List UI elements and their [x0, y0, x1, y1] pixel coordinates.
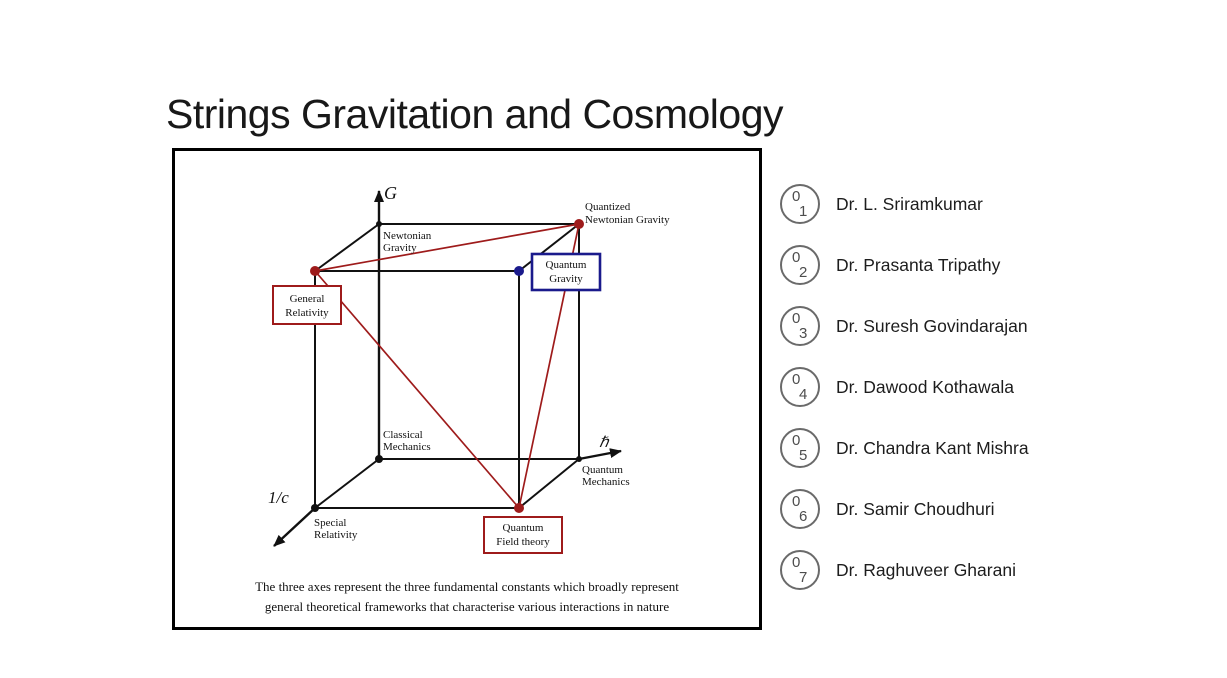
label-classical-line2: Mechanics — [383, 441, 431, 453]
number-badge: 0 3 — [780, 306, 820, 346]
speaker-name: Dr. Raghuveer Gharani — [836, 559, 1016, 580]
speaker-name: Dr. Chandra Kant Mishra — [836, 437, 1029, 458]
caption-line2: general theoretical frameworks that char… — [264, 599, 670, 614]
badge-digit-bottom: 1 — [799, 203, 808, 220]
label-quantized-line2: Newtonian Gravity — [585, 214, 670, 226]
caption-line1: The three axes represent the three funda… — [255, 579, 679, 594]
speaker-name: Dr. L. Sriramkumar — [836, 193, 983, 214]
axis-label-inv-c: 1/c — [268, 488, 289, 507]
speaker-name: Dr. Samir Choudhuri — [836, 498, 995, 519]
speaker-name: Dr. Prasanta Tripathy — [836, 254, 1001, 275]
list-item: 0 5 Dr. Chandra Kant Mishra — [780, 428, 1029, 468]
label-special-relativity-line1: Special — [314, 517, 346, 529]
label-quantum-gravity-line2: Gravity — [549, 273, 583, 285]
dot-quantum-field-theory — [514, 503, 524, 513]
list-item: 0 1 Dr. L. Sriramkumar — [780, 184, 1029, 224]
diagram-caption: The three axes represent the three funda… — [175, 577, 759, 617]
label-qft-line2: Field theory — [496, 536, 550, 548]
number-badge: 0 2 — [780, 245, 820, 285]
list-item: 0 6 Dr. Samir Choudhuri — [780, 489, 1029, 529]
label-newtonian-line2: Gravity — [383, 242, 417, 254]
number-badge: 0 7 — [780, 550, 820, 590]
number-badge: 0 5 — [780, 428, 820, 468]
box-quantum-field-theory: Quantum Field theory — [483, 516, 563, 554]
number-badge: 0 6 — [780, 489, 820, 529]
axis-label-hbar: ℏ — [599, 435, 610, 451]
badge-digit-bottom: 6 — [799, 508, 808, 525]
badge-digit-top: 0 — [792, 432, 801, 449]
speaker-list: 0 1 Dr. L. Sriramkumar 0 2 Dr. Prasanta … — [780, 184, 1029, 611]
label-qft-line1: Quantum — [503, 522, 544, 534]
dot-classical-mechanics — [375, 455, 383, 463]
list-item: 0 4 Dr. Dawood Kothawala — [780, 367, 1029, 407]
badge-digit-top: 0 — [792, 249, 801, 266]
axis-label-g: G — [384, 183, 397, 203]
badge-digit-bottom: 3 — [799, 325, 808, 342]
badge-digit-bottom: 4 — [799, 386, 808, 403]
axis-inv-c — [273, 507, 316, 547]
number-badge: 0 1 — [780, 184, 820, 224]
label-quantized-line1: Quantized — [585, 201, 631, 213]
diagram-frame: G ℏ 1/c Newtonian Gravity Quantized Newt… — [172, 148, 762, 630]
label-general-relativity-line1: General — [290, 293, 325, 305]
badge-digit-top: 0 — [792, 554, 801, 571]
axis-hbar — [578, 448, 622, 461]
box-general-relativity: General Relativity — [272, 285, 342, 325]
label-general-relativity-line2: Relativity — [285, 307, 329, 319]
label-quantum-mechanics-line1: Quantum — [582, 464, 623, 476]
badge-digit-top: 0 — [792, 371, 801, 388]
theory-cube-diagram: G ℏ 1/c Newtonian Gravity Quantized Newt… — [268, 183, 670, 554]
badge-digit-bottom: 2 — [799, 264, 808, 281]
badge-digit-top: 0 — [792, 188, 801, 205]
badge-digit-top: 0 — [792, 493, 801, 510]
dot-general-relativity — [310, 266, 320, 276]
list-item: 0 7 Dr. Raghuveer Gharani — [780, 550, 1029, 590]
speaker-name: Dr. Suresh Govindarajan — [836, 315, 1028, 336]
badge-digit-bottom: 7 — [799, 569, 808, 586]
box-quantum-gravity: Quantum Gravity — [530, 252, 602, 292]
list-item: 0 2 Dr. Prasanta Tripathy — [780, 245, 1029, 285]
speaker-name: Dr. Dawood Kothawala — [836, 376, 1015, 397]
badge-digit-bottom: 5 — [799, 447, 808, 464]
dot-quantized-newtonian-gravity — [574, 219, 584, 229]
dot-newtonian-gravity — [376, 221, 382, 227]
label-quantum-mechanics-line2: Mechanics — [582, 476, 630, 488]
list-item: 0 3 Dr. Suresh Govindarajan — [780, 306, 1029, 346]
page-title: Strings Gravitation and Cosmology — [166, 91, 784, 138]
dot-quantum-mechanics — [576, 456, 582, 462]
number-badge: 0 4 — [780, 367, 820, 407]
dot-special-relativity — [311, 504, 319, 512]
label-quantum-gravity-line1: Quantum — [546, 259, 587, 271]
axes — [273, 190, 622, 547]
dot-quantum-gravity — [514, 266, 524, 276]
label-newtonian-line1: Newtonian — [383, 230, 432, 242]
label-special-relativity-line2: Relativity — [314, 529, 358, 541]
label-classical-line1: Classical — [383, 429, 423, 441]
badge-digit-top: 0 — [792, 310, 801, 327]
